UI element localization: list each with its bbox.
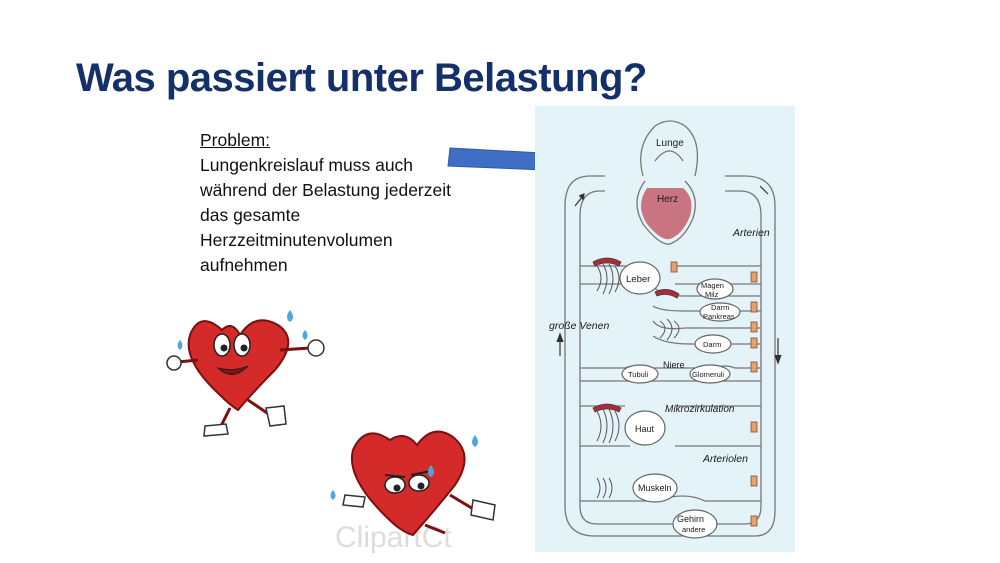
label-arteriolen: Arteriolen bbox=[702, 453, 748, 465]
label-herz: Herz bbox=[657, 194, 678, 205]
running-heart-clipart bbox=[166, 310, 325, 437]
label-darm-pankreas-2: Pankreas bbox=[703, 312, 735, 321]
label-glomeruli: Glomeruli bbox=[692, 370, 724, 379]
circulation-diagram: Lunge Herz Arterien Leber Magen Milz Dar… bbox=[535, 106, 795, 552]
problem-text-block: Problem: Lungenkreislauf muss auch währe… bbox=[200, 128, 460, 278]
label-arterien: Arterien bbox=[732, 227, 770, 239]
tired-heart-clipart: ClipartCt bbox=[330, 430, 496, 554]
label-darm: Darm bbox=[703, 340, 721, 349]
problem-line: Herzzeitminutenvolumen bbox=[200, 230, 393, 250]
label-gehirn: Gehirn bbox=[677, 514, 704, 524]
problem-line: das gesamte bbox=[200, 205, 301, 225]
slide-title: Was passiert unter Belastung? bbox=[76, 56, 647, 100]
label-leber: Leber bbox=[626, 274, 650, 285]
label-lunge: Lunge bbox=[656, 138, 684, 149]
clipart-watermark: ClipartCt bbox=[335, 521, 452, 554]
label-mikrozirkulation: Mikrozirkulation bbox=[665, 404, 735, 415]
label-haut: Haut bbox=[635, 424, 655, 434]
label-grosse-venen: große Venen bbox=[549, 320, 609, 332]
label-milz: Milz bbox=[705, 290, 719, 299]
label-niere: Niere bbox=[663, 360, 685, 370]
problem-line: während der Belastung jederzeit bbox=[200, 180, 451, 200]
problem-line: Lungenkreislauf muss auch bbox=[200, 155, 414, 175]
problem-line: aufnehmen bbox=[200, 255, 288, 275]
label-magen: Magen bbox=[701, 281, 724, 290]
circulation-diagram-svg: Lunge Herz Arterien Leber Magen Milz Dar… bbox=[549, 120, 782, 539]
label-darm-pankreas-1: Darm bbox=[711, 303, 729, 312]
label-tubuli: Tubuli bbox=[628, 370, 648, 379]
problem-heading: Problem: bbox=[200, 130, 271, 150]
label-andere: andere bbox=[682, 525, 705, 534]
label-muskeln: Muskeln bbox=[638, 483, 672, 493]
